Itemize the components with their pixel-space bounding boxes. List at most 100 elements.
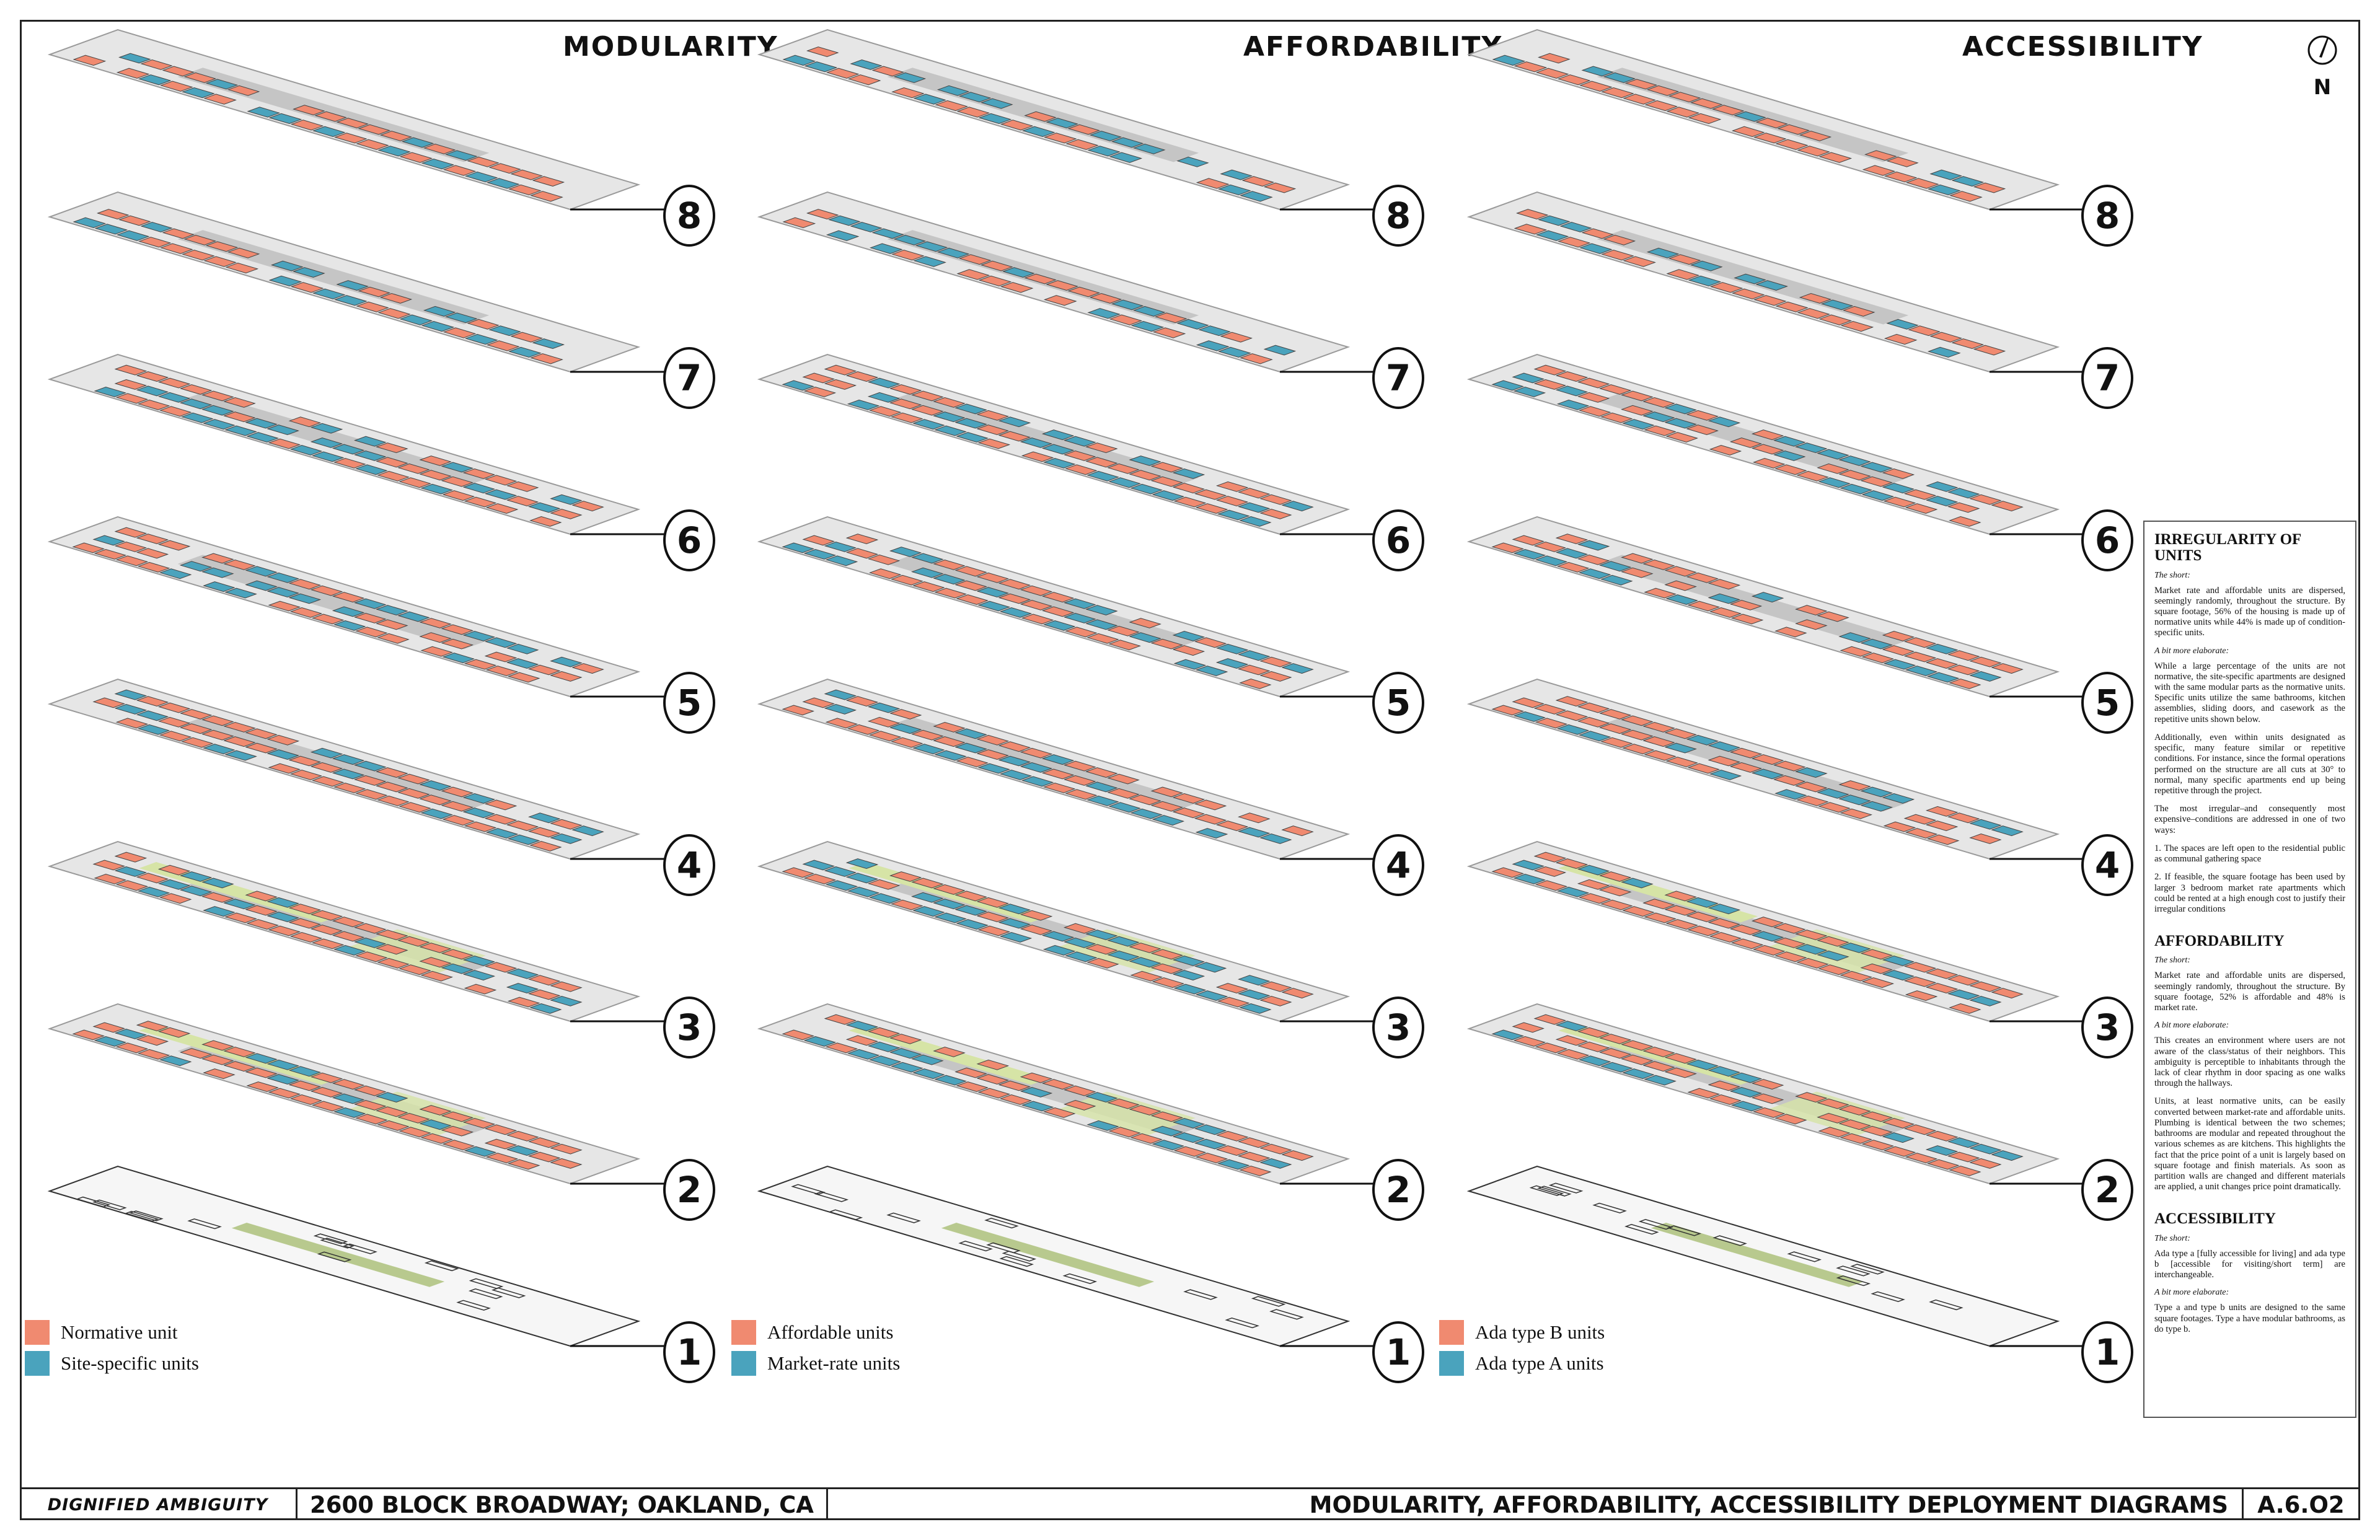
unit-teal (550, 995, 583, 1006)
unit-coral (1259, 656, 1292, 667)
unit-coral (288, 755, 322, 767)
unit-teal (1111, 299, 1144, 310)
unit-teal (1217, 1159, 1250, 1170)
unit-teal (1708, 416, 1741, 428)
unit-coral (1085, 457, 1118, 468)
unit-coral (1581, 228, 1614, 239)
unit-coral (529, 840, 562, 851)
unit-coral (1664, 580, 1697, 591)
unit-teal (1882, 483, 1915, 494)
unit-coral (1884, 171, 1918, 183)
unit-coral (1259, 671, 1292, 682)
unit-coral (1642, 1061, 1675, 1072)
unit-coral (1838, 1119, 1871, 1130)
unit-teal (845, 858, 879, 869)
unit-teal (1129, 957, 1161, 968)
column-title-modularity: MODULARITY (563, 31, 778, 63)
notes-paragraph: This creates an environment where users … (2154, 1036, 2345, 1089)
unit-teal (850, 59, 883, 70)
unit-coral (1020, 924, 1053, 935)
unit-coral (355, 789, 388, 800)
unit-teal (485, 828, 519, 839)
unit-coral (1840, 320, 1874, 332)
unit-teal (1795, 442, 1828, 454)
unit-teal (332, 444, 365, 455)
plan-linework (1592, 1202, 1627, 1213)
unit-coral (1130, 970, 1163, 982)
unit-coral (1949, 1003, 1981, 1014)
unit-coral (441, 638, 474, 649)
unit-coral (1535, 68, 1569, 79)
unit-coral (1538, 53, 1571, 64)
unit-coral (1925, 806, 1959, 817)
unit-teal (1085, 930, 1118, 941)
unit-coral (223, 411, 256, 423)
unit-teal (867, 377, 901, 389)
unit-teal (354, 598, 387, 609)
unit-coral (1621, 553, 1654, 564)
unit-coral (824, 364, 857, 376)
green-terrace (1769, 1091, 1905, 1135)
unit-coral (571, 501, 604, 512)
unit-coral (1065, 789, 1098, 800)
unit-coral (92, 1022, 125, 1033)
unit-coral (118, 215, 151, 226)
unit-coral (1838, 1105, 1871, 1115)
unit-teal (1107, 950, 1140, 961)
unit-teal (1774, 789, 1807, 800)
unit-teal (1579, 243, 1613, 254)
unit-teal (889, 1048, 922, 1059)
unit-teal (1795, 944, 1828, 955)
unit-coral (1021, 614, 1054, 625)
unit-teal (73, 217, 107, 229)
unit-coral (377, 795, 410, 806)
unit-coral (268, 763, 301, 774)
unit-teal (845, 873, 879, 884)
unit-teal (1838, 632, 1871, 643)
unit-coral (1516, 209, 1549, 220)
unit-coral (1799, 293, 1832, 304)
unit-teal (1734, 273, 1766, 284)
unit-coral (94, 873, 127, 884)
plan-linework (1871, 1291, 1905, 1302)
unit-teal (1172, 1132, 1205, 1143)
unit-coral (136, 534, 169, 545)
unit-coral (1668, 254, 1701, 265)
plan-linework (886, 1212, 921, 1223)
unit-coral (506, 496, 539, 507)
unit-teal (529, 1003, 562, 1014)
unit-coral (1263, 182, 1297, 193)
floor-bubble (2081, 997, 2133, 1058)
unit-coral (310, 924, 343, 935)
unit-coral (1797, 146, 1830, 157)
legend-modularity: Normative unit Site-specific units (25, 1317, 199, 1379)
unit-teal (1237, 827, 1271, 838)
unit-teal (999, 607, 1033, 618)
floor-bubble (663, 347, 715, 409)
unit-teal (1555, 548, 1589, 559)
unit-coral (1220, 332, 1253, 343)
unit-coral (442, 815, 475, 826)
unit-teal (954, 728, 987, 739)
unit-coral (1882, 630, 1915, 641)
unit-coral (1108, 1127, 1141, 1138)
unit-teal (1046, 118, 1078, 129)
unit-coral (845, 534, 879, 545)
plan-linework (1548, 1182, 1584, 1194)
unit-coral (1908, 325, 1941, 337)
unit-coral (976, 1074, 1009, 1085)
unit-coral (1599, 384, 1632, 395)
unit-teal (423, 306, 456, 317)
unit-teal (1237, 989, 1271, 1000)
unit-teal (462, 955, 496, 966)
unit-coral (867, 879, 901, 890)
unit-coral (1089, 293, 1122, 304)
unit-teal (507, 834, 540, 845)
unit-coral (958, 254, 992, 265)
legend-item: Ada type B units (1439, 1317, 1605, 1348)
unit-teal (1860, 801, 1893, 812)
unit-teal (550, 494, 583, 505)
unit-coral (1129, 794, 1161, 806)
unit-coral (289, 607, 323, 618)
